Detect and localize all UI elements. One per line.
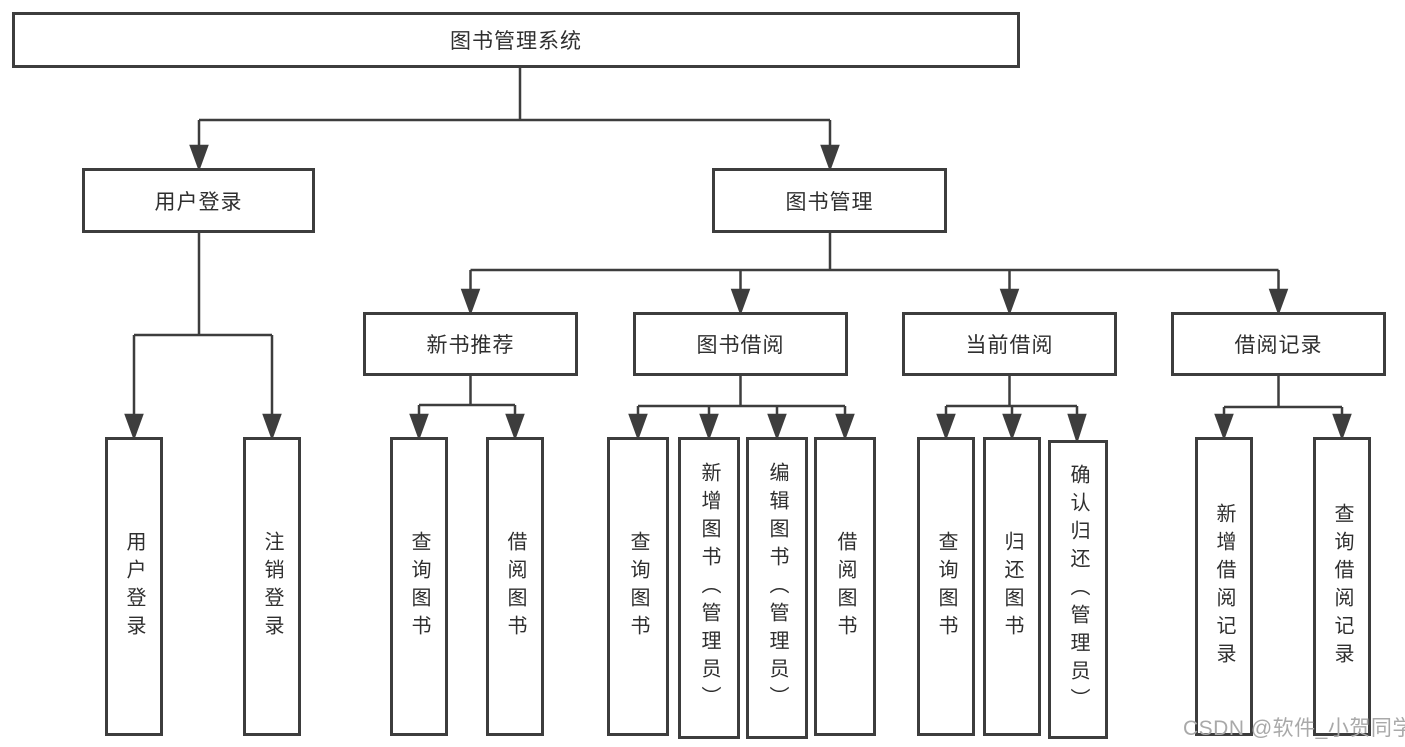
node-leaf-query-books-recommend: 查询图书 (390, 437, 448, 736)
node-leaf-logout: 注销登录 (243, 437, 301, 736)
node-leaf-edit-books-admin: 编辑图书（管理员） (746, 437, 808, 739)
node-leaf-return-books: 归还图书 (983, 437, 1041, 736)
node-new-book-recommendation: 新书推荐 (363, 312, 578, 376)
node-leaf-query-books-borrow: 查询图书 (607, 437, 669, 736)
node-leaf-confirm-return-admin: 确认归还（管理员） (1048, 440, 1108, 739)
watermark: CSDN @软件_小贺同学 (1183, 717, 1405, 740)
node-book-management-system: 图书管理系统 (12, 12, 1020, 68)
node-leaf-add-borrow-record: 新增借阅记录 (1195, 437, 1253, 736)
node-leaf-query-books-current: 查询图书 (917, 437, 975, 736)
node-book-borrowing: 图书借阅 (633, 312, 848, 376)
node-borrowing-records: 借阅记录 (1171, 312, 1386, 376)
node-leaf-user-login: 用户登录 (105, 437, 163, 736)
node-leaf-borrow-books: 借阅图书 (814, 437, 876, 736)
node-book-management: 图书管理 (712, 168, 947, 233)
node-leaf-add-books-admin: 新增图书（管理员） (678, 437, 740, 739)
node-user-login: 用户登录 (82, 168, 315, 233)
node-current-borrowing: 当前借阅 (902, 312, 1117, 376)
node-leaf-borrow-books-recommend: 借阅图书 (486, 437, 544, 736)
node-leaf-query-borrow-record: 查询借阅记录 (1313, 437, 1371, 736)
